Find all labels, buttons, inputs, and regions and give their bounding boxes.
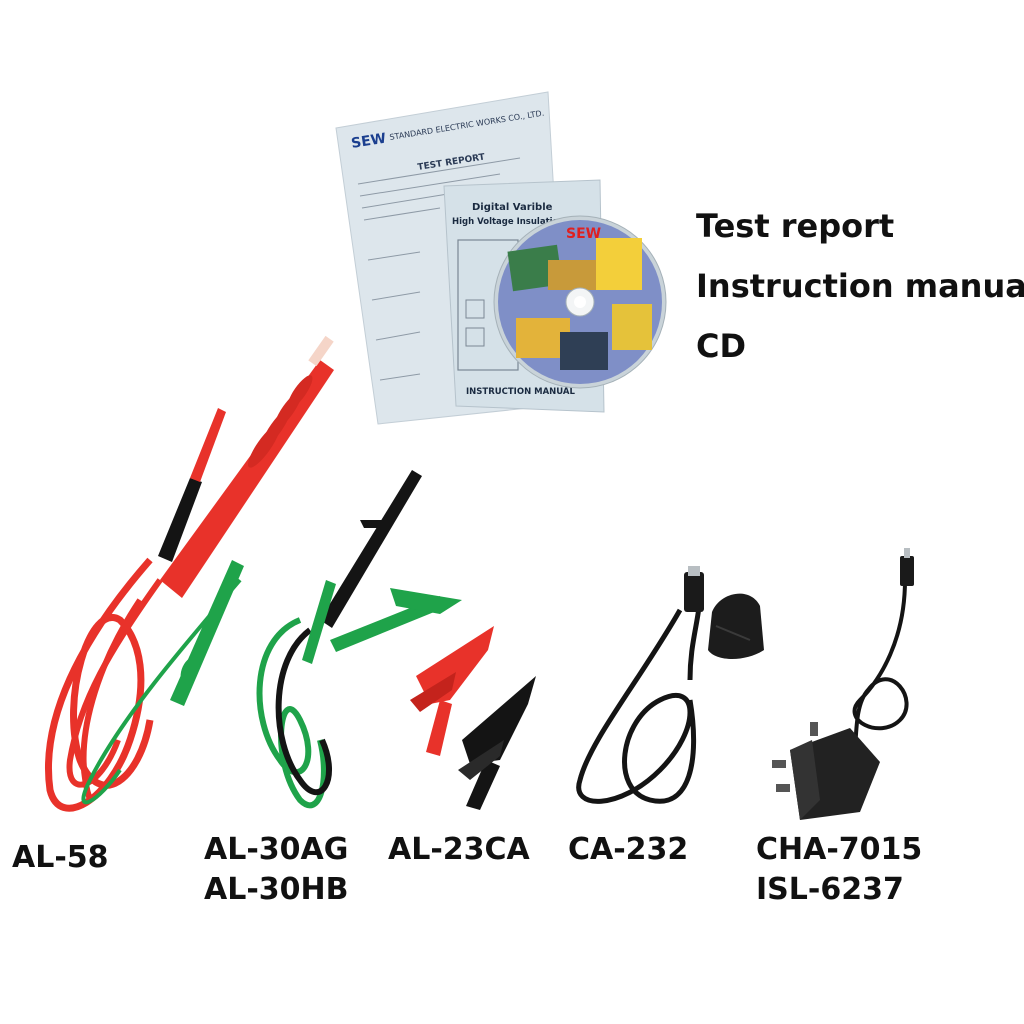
al-23ca-alligator-clips [410,626,536,810]
cd-brand: SEW [566,226,601,242]
manual-title-line1: Digital Varible [472,202,553,213]
label-al-58: AL-58 [12,840,109,875]
label-test-report: Test report [696,207,895,245]
label-al-30: AL-30AG AL-30HB [204,832,349,907]
report-brand: SEW [350,131,387,152]
label-al-23ca: AL-23CA [388,832,530,867]
ca-232-usb-cable [576,566,764,804]
label-instruction-manual: Instruction manual [696,267,1024,305]
label-cha-7015: CHA-7015 ISL-6237 [756,832,923,907]
label-ca-232: CA-232 [568,832,689,867]
label-cd: CD [696,327,747,365]
cd-disc: SEW [493,215,667,389]
manual-title-line2: High Voltage Insulation Tester [452,217,598,227]
cha-7015-power-adapter [772,548,914,820]
al-30-test-leads [256,470,462,809]
al-58-test-lead [45,335,334,812]
report-text-lines [357,157,521,381]
document-labels: Test report Instruction manual CD [696,196,1024,376]
manual-footer: INSTRUCTION MANUAL [466,387,576,397]
